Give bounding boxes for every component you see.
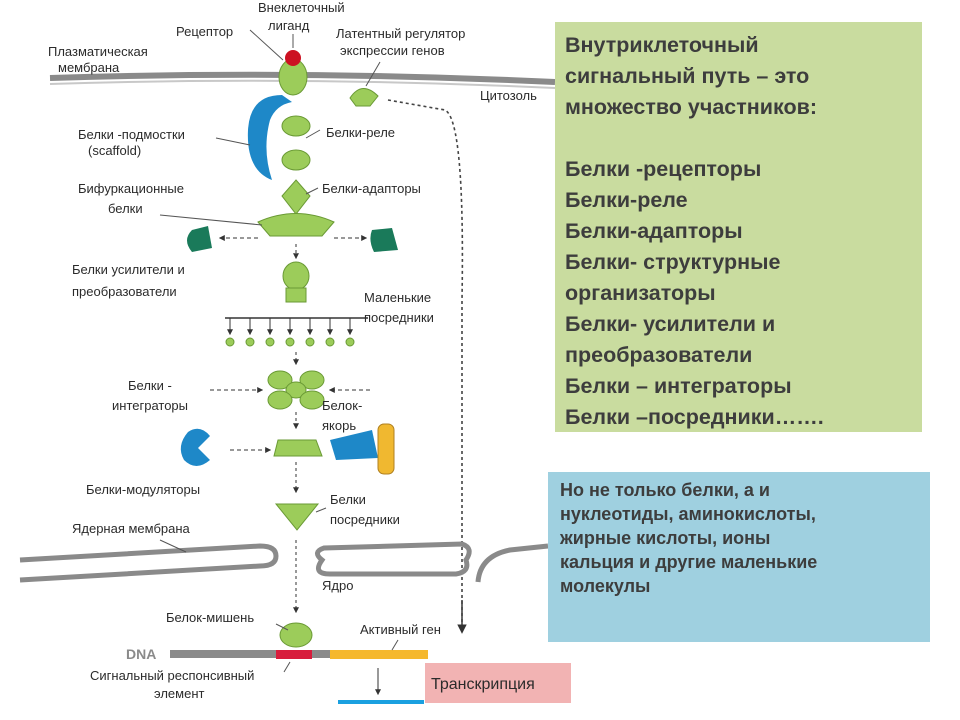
note-line: нуклеотиды, аминокислоты, (560, 504, 816, 524)
dna-active-gene (330, 650, 428, 659)
participants-line: Белки –посредники……. (565, 405, 824, 429)
bifurcation-left-protein (187, 226, 212, 252)
label-plasma-membrane-1: Плазматическая (48, 44, 148, 59)
label-small-mediators-1: Маленькие (364, 290, 431, 305)
label-anchor-2: якорь (322, 418, 356, 433)
label-relay: Белки-реле (326, 125, 395, 140)
label-nuclear-membrane: Ядерная мембрана (72, 521, 191, 536)
label-mediator-proteins-1: Белки (330, 492, 366, 507)
participants-line: Белки-адапторы (565, 219, 743, 243)
participants-line: Белки- структурные (565, 250, 781, 274)
note-line: жирные кислоты, ионы (560, 528, 771, 548)
nuclear-membrane (19, 543, 279, 583)
label-scaffold-1: Белки -подмостки (78, 127, 185, 142)
label-mediator-proteins-2: посредники (330, 512, 400, 527)
mediator-protein (274, 503, 320, 531)
anchor-cylinder (377, 423, 395, 475)
note-line: молекулы (560, 576, 651, 596)
participants-line (565, 123, 912, 154)
participants-line: множество участников: (565, 95, 817, 119)
transcription-box (425, 663, 571, 703)
anchor-protein (330, 430, 378, 460)
participants-line: Внутриклеточный (565, 33, 759, 57)
participants-line: Белки- усилители и (565, 312, 776, 336)
label-integrators-1: Белки - (128, 378, 172, 393)
label-amplifiers-1: Белки усилители и (72, 262, 185, 277)
latent-regulator-protein (349, 88, 379, 107)
label-response-element-2: элемент (154, 686, 205, 701)
label-dna: DNA (126, 646, 156, 662)
label-latent-regulator-2: экспрессии генов (340, 43, 445, 58)
label-response-element-1: Сигнальный респонсивный (90, 668, 254, 683)
label-target-protein: Белок-мишень (166, 610, 254, 625)
modulator-protein (180, 428, 210, 466)
label-scaffold-2: (scaffold) (88, 143, 141, 158)
not-only-proteins-box: Но не только белки, а и нуклеотиды, амин… (548, 472, 930, 642)
participants-line: Белки -рецепторы (565, 157, 762, 181)
label-nucleus: Ядро (322, 578, 353, 593)
label-active-gene: Активный ген (360, 622, 441, 637)
integrator-protein (267, 370, 325, 410)
label-bifurcation-1: Бифуркационные (78, 181, 184, 196)
label-small-mediators-2: посредники (364, 310, 434, 325)
integrated-protein (273, 439, 323, 457)
participants-line: организаторы (565, 281, 716, 305)
label-latent-regulator-1: Латентный регулятор (336, 26, 465, 41)
target-protein (279, 622, 313, 648)
small-mediators (225, 318, 355, 347)
participants-line: преобразователи (565, 343, 753, 367)
label-integrators-2: интеграторы (112, 398, 188, 413)
label-plasma-membrane-2: мембрана (58, 60, 120, 75)
note-line: кальция и другие маленькие (560, 552, 818, 572)
note-line: Но не только белки, а и (560, 480, 770, 500)
label-bifurcation-2: белки (108, 201, 143, 216)
relay-protein-1 (281, 115, 311, 137)
label-adaptors: Белки-адапторы (322, 181, 421, 196)
ligand-molecule (285, 50, 301, 66)
label-anchor-1: Белок- (322, 398, 362, 413)
participants-box: Внутриклеточный сигнальный путь – это мн… (555, 22, 922, 432)
participants-line: Белки – интеграторы (565, 374, 792, 398)
dna-response-element (276, 650, 312, 659)
participants-line: Белки-реле (565, 188, 688, 212)
label-receptor: Рецептор (176, 24, 233, 39)
label-extracellular-ligand-2: лиганд (268, 18, 310, 33)
scaffold-protein (247, 95, 292, 180)
label-amplifiers-2: преобразователи (72, 284, 177, 299)
relay-protein-2 (281, 149, 311, 171)
bifurcation-protein (257, 213, 335, 237)
label-cytosol: Цитозоль (480, 88, 537, 103)
label-modulators: Белки-модуляторы (86, 482, 200, 497)
participants-line: сигнальный путь – это (565, 64, 810, 88)
bifurcation-right-protein (370, 228, 398, 252)
label-extracellular-ligand-1: Внеклеточный (258, 0, 345, 15)
amplifier-protein (282, 261, 310, 291)
adaptor-protein (281, 179, 311, 215)
label-transcription: Транскрипция (431, 676, 535, 693)
